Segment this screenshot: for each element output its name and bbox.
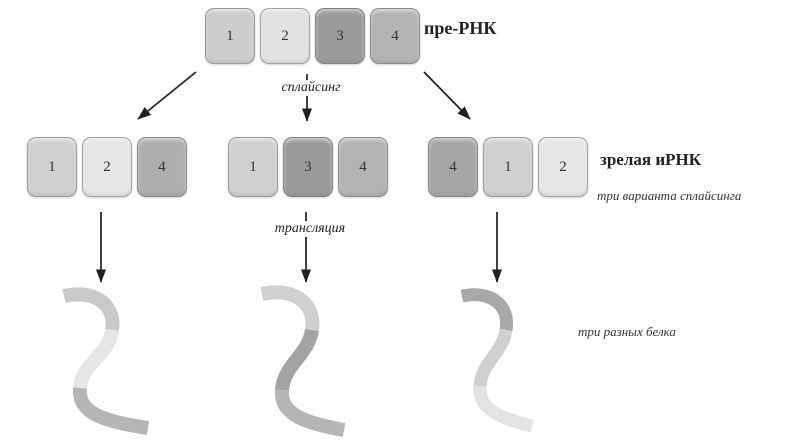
protein-1-segment-1: [62, 287, 120, 332]
variant-3-exon-2: 1: [483, 137, 533, 197]
protein-3-segment-2: [473, 328, 513, 388]
exon-number: 2: [281, 27, 289, 44]
translation-label: трансляция: [258, 221, 362, 237]
exon-number: 1: [48, 158, 56, 175]
pre-rna-exon-4: 4: [370, 8, 420, 64]
exon-number: 1: [504, 158, 512, 175]
arrow-to-variant-3: [423, 71, 471, 120]
exon-number: 4: [359, 158, 367, 175]
exon-number: 4: [391, 27, 399, 44]
variant-1-exon-2: 2: [82, 137, 132, 197]
pre-rna-label: пре-РНК: [424, 18, 497, 38]
exon-number: 1: [226, 27, 234, 44]
protein-3-segment-1: [460, 288, 514, 332]
splicing-variants-note: три варианта сплайсинга: [597, 188, 742, 203]
variant-2-exon-2: 3: [283, 137, 333, 197]
exon-number: 3: [304, 158, 312, 175]
protein-ribbon-3: [460, 288, 534, 433]
pre-rna-row: 1 2 3 4: [205, 8, 420, 64]
pre-rna-exon-2: 2: [260, 8, 310, 64]
splicing-label: сплайсинг: [263, 80, 359, 96]
exon-number: 4: [158, 158, 166, 175]
exon-number: 2: [559, 158, 567, 175]
protein-1-segment-2: [73, 328, 119, 390]
exon-number: 1: [249, 158, 257, 175]
protein-1-segment-3: [72, 387, 150, 435]
pre-rna-exon-1: 1: [205, 8, 255, 64]
proteins-note: три разных белка: [578, 324, 676, 339]
mature-mrna-variant-3: 4 1 2: [428, 137, 588, 197]
protein-2-segment-3: [274, 389, 346, 437]
variant-2-exon-3: 4: [338, 137, 388, 197]
mature-mrna-variant-1: 1 2 4: [27, 137, 187, 197]
exon-number: 4: [449, 158, 457, 175]
variant-1-exon-3: 4: [137, 137, 187, 197]
variant-3-exon-1: 4: [428, 137, 478, 197]
mature-mrna-variant-2: 1 3 4: [228, 137, 388, 197]
exon-number: 2: [103, 158, 111, 175]
protein-2-segment-2: [275, 328, 319, 392]
variant-3-exon-3: 2: [538, 137, 588, 197]
protein-ribbon-2: [260, 285, 346, 437]
protein-3-segment-3: [473, 385, 534, 433]
protein-2-segment-1: [260, 285, 320, 332]
mature-mrna-label: зрелая иРНК: [600, 150, 702, 169]
pre-rna-exon-3: 3: [315, 8, 365, 64]
arrow-to-variant-1: [137, 71, 197, 120]
variant-1-exon-1: 1: [27, 137, 77, 197]
protein-ribbon-1: [62, 287, 150, 435]
variant-2-exon-1: 1: [228, 137, 278, 197]
exon-number: 3: [336, 27, 344, 44]
